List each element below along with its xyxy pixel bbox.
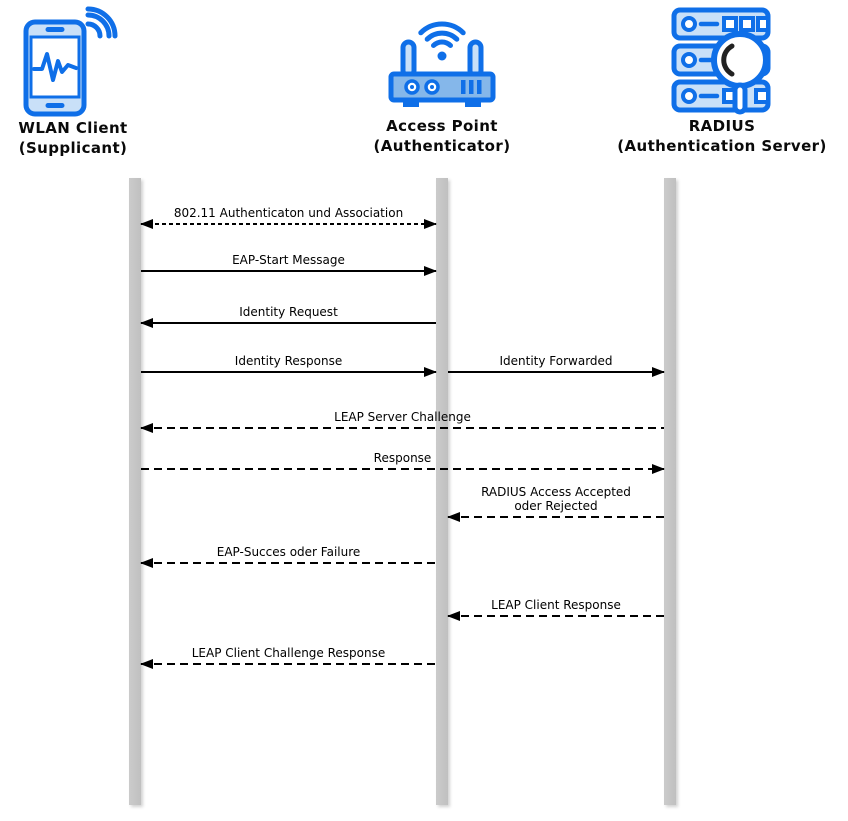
message-identity-forwarded: Identity Forwarded [448,354,665,377]
dashed-arrow-line [141,427,664,429]
dashed-arrow-line [141,562,436,564]
actor-name: RADIUS [688,117,756,135]
message-eap-start-message: EAP-Start Message [141,253,437,276]
actor-name: Access Point [386,117,498,135]
arrowhead-right [424,367,437,377]
message-802-11-authenticaton-und-association: 802.11 Authenticaton und Association [140,206,437,229]
arrowhead-right [652,464,665,474]
message-radius-access-accepted-oder-rejected: RADIUS Access Accepted oder Rejected [447,485,664,522]
message-eap-succes-oder-failure: EAP-Succes oder Failure [140,545,436,568]
solid-arrow-line [141,371,436,373]
arrowhead-right [652,367,665,377]
message-response: Response [141,451,665,474]
arrowhead-left [447,611,460,621]
wifi-router-icon [388,21,496,107]
arrowhead-left [140,558,153,568]
lifeline-radius [664,178,676,805]
actor-role: (Supplicant) [18,139,128,157]
message-leap-client-response: LEAP Client Response [447,598,664,621]
dashed-arrow-line [448,516,664,518]
arrowhead-right [424,219,437,229]
arrowhead-left [140,318,153,328]
actor-access-point: Access Point (Authenticator) [327,6,557,156]
message-label: Identity Request [239,305,338,319]
message-identity-request: Identity Request [140,305,436,328]
message-label: RADIUS Access Accepted oder Rejected [481,485,631,513]
solid-arrow-line [141,322,436,324]
message-label: EAP-Start Message [232,253,345,267]
message-label: LEAP Client Challenge Response [191,646,386,660]
arrowhead-left [140,659,153,669]
message-leap-server-challenge: LEAP Server Challenge [140,410,664,433]
actor-name: WLAN Client [18,119,128,137]
dashed-arrow-line [141,663,436,665]
solid-arrow-line [141,270,436,272]
message-identity-response: Identity Response [141,354,437,377]
lifeline-ap [436,178,448,805]
message-label: Identity Forwarded [499,354,613,368]
message-label: LEAP Server Challenge [334,410,471,424]
actor-role: (Authenticator) [373,137,511,155]
arrowhead-right [424,266,437,276]
message-leap-client-challenge-response: LEAP Client Challenge Response [140,646,436,669]
lifeline-client [129,178,141,805]
server-search-icon [671,7,770,115]
smartphone-icon [23,6,118,117]
message-label: Response [373,451,432,465]
message-label: Identity Response [234,354,343,368]
dashed-arrow-line [448,615,664,617]
message-label: 802.11 Authenticaton und Association [173,206,404,220]
arrowhead-left [140,423,153,433]
actor-wlan-client: WLAN Client (Supplicant) [0,6,188,158]
dashed-arrow-line [141,468,664,470]
actor-radius-server: RADIUS (Authentication Server) [607,6,837,156]
message-label: LEAP Client Response [491,598,621,612]
dashed-arrow-line [141,223,436,225]
actor-role: (Authentication Server) [617,137,827,155]
message-label: EAP-Succes oder Failure [216,545,361,559]
arrowhead-left [447,512,460,522]
solid-arrow-line [448,371,664,373]
arrowhead-left [140,219,153,229]
